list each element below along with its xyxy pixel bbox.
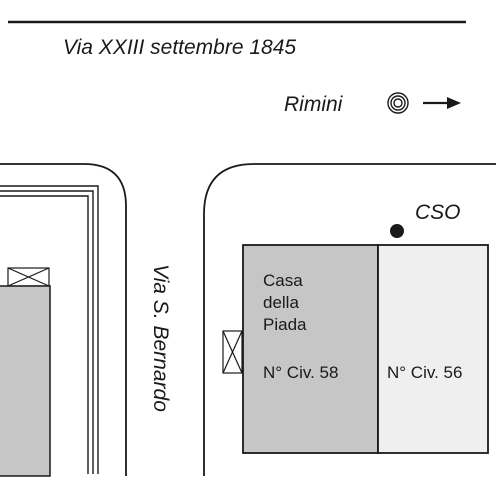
street-name-via-xxiii-settembre: Via XXIII settembre 1845 bbox=[63, 36, 296, 59]
direction-label-rimini: Rimini bbox=[284, 93, 344, 116]
marker-label-cso: CSO bbox=[415, 201, 461, 224]
left-building bbox=[0, 285, 51, 477]
left-block-outline bbox=[0, 163, 127, 476]
arrow-right-icon bbox=[423, 97, 461, 109]
concentric-circles-icon bbox=[387, 92, 409, 114]
right-entrance-marker bbox=[222, 330, 243, 374]
left-entrance-marker bbox=[7, 267, 50, 287]
point-marker-icon bbox=[390, 224, 404, 238]
civic-number-56: N° Civ. 56 bbox=[387, 363, 462, 382]
building-name-line-1: Casa bbox=[263, 271, 303, 290]
street-name-via-s-bernardo: Via S. Bernardo bbox=[149, 264, 172, 412]
building-name-line-2: della bbox=[263, 293, 299, 312]
building-civic-56 bbox=[377, 244, 489, 454]
civic-number-58: N° Civ. 58 bbox=[263, 363, 338, 382]
building-name-line-3: Piada bbox=[263, 315, 307, 334]
right-block-outline bbox=[203, 163, 496, 476]
